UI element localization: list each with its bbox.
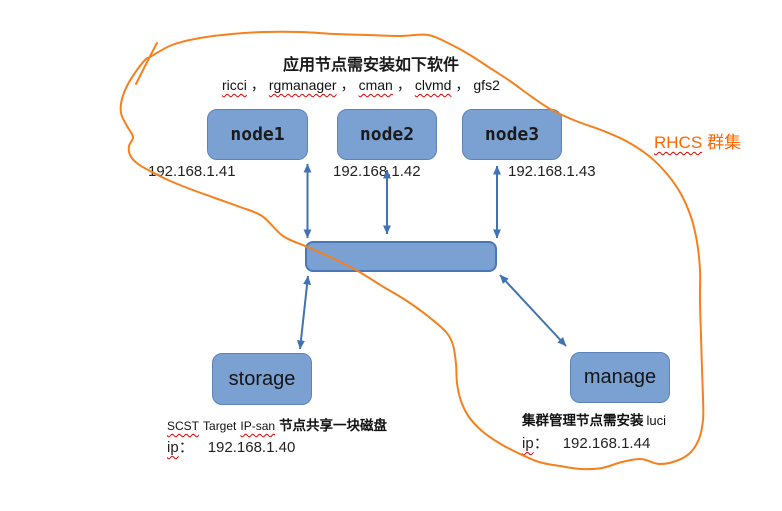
software-separator: ， [250,77,265,93]
node1-box: node1 [207,109,308,160]
cluster-name-latin: RHCS [654,133,703,152]
manage-ip-label: ip [522,435,534,452]
cluster-name-cjk: 群集 [707,133,742,152]
manage-label: manage [583,366,657,388]
manage-caption-cjk: 集群管理节点需安装 [522,413,644,428]
storage-caption-cjk: 节点共享一块磁盘 [279,418,388,433]
manage-ip-value: 192.168.1.44 [562,435,651,452]
bus-storage-arrow [296,275,312,350]
storage-ip-value: 192.168.1.40 [207,439,296,456]
bus-manage-arrow [499,274,567,347]
software-list: ricci，rgmanager，cman，clvmd，gfs2 [222,75,500,95]
node3-box: node3 [462,109,562,160]
node2-label: node2 [359,124,415,145]
node1-ip: 192.168.1.41 [148,163,236,180]
storage-label: storage [228,367,296,390]
node3-ip: 192.168.1.43 [508,163,596,180]
storage-caption-scst: SCST [167,419,200,433]
manage-box: manage [570,352,670,403]
software-item: clvmd [414,77,452,93]
software-separator: ， [396,77,411,93]
software-item: rgmanager [268,77,337,93]
storage-box: storage [212,353,312,405]
storage-caption-target: Target [203,419,237,433]
cluster-outline-tail [135,42,158,85]
manage-ip-line: ip： 192.168.1.44 [522,432,650,453]
storage-ip-colon: ： [178,439,194,456]
software-separator: ， [340,77,355,93]
software-item: cman [358,77,393,93]
node1-label: node1 [230,124,285,145]
network-bus [305,241,497,272]
node3-label: node3 [484,124,540,145]
software-item: gfs2 [473,77,500,93]
manage-caption-luci: luci [646,413,667,428]
storage-ip-label: ip [167,439,179,456]
storage-ip-line: ip： 192.168.1.40 [167,436,295,457]
node2-box: node2 [337,109,437,160]
software-item: ricci [222,77,247,93]
diagram-title: 应用节点需安装如下软件 [283,57,460,74]
node2-ip: 192.168.1.42 [333,163,421,180]
storage-caption-ipsan: IP-san [240,419,276,433]
software-separator: ， [455,77,470,93]
manage-ip-colon: ： [533,435,549,452]
